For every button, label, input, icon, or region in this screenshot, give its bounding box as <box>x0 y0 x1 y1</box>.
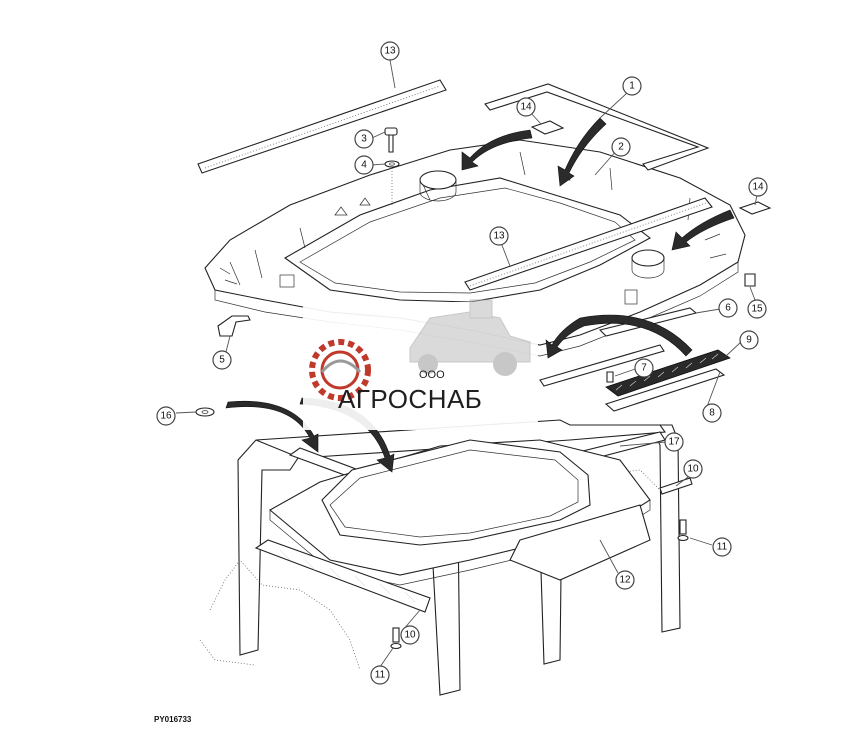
callout-label: 14 <box>752 182 764 193</box>
callout-16: 16 <box>156 406 176 426</box>
callout-label: 10 <box>404 630 416 641</box>
callout-9: 9 <box>739 330 759 350</box>
watermark-company-name: АГРОСНАБ <box>338 384 482 414</box>
callout-8: 8 <box>702 403 722 423</box>
watermark: ООО АГРОСНАБ <box>303 299 538 430</box>
trim-7 <box>539 344 665 387</box>
callout-label: 3 <box>361 134 367 145</box>
nut-16 <box>195 407 215 417</box>
callout-label: 15 <box>751 304 763 315</box>
arrow-nut-left <box>225 400 319 453</box>
callout-label: 17 <box>668 437 680 448</box>
callout-12: 12 <box>615 570 635 590</box>
callout-label: 11 <box>717 542 728 553</box>
callout-11-right: 11 <box>712 537 732 557</box>
callout-11-left: 11 <box>370 665 390 685</box>
callout-label: 13 <box>384 46 396 57</box>
screw-11-bottom <box>390 627 402 650</box>
callout-label: 7 <box>641 363 647 374</box>
callout-3: 3 <box>354 129 374 149</box>
callout-label: 14 <box>520 102 532 113</box>
figure-id: PY016733 <box>154 715 192 724</box>
callout-label: 16 <box>160 411 172 422</box>
callout-label: 5 <box>219 355 225 366</box>
callout-15: 15 <box>747 299 767 319</box>
callout-label: 10 <box>687 464 699 475</box>
callout-label: 1 <box>629 81 635 92</box>
vent-10-left <box>254 539 431 613</box>
callouts: 13 1 14 3 2 4 14 13 <box>156 41 768 685</box>
callout-14-right: 14 <box>748 177 768 197</box>
callout-13-top: 13 <box>380 41 400 61</box>
callout-13-middle: 13 <box>489 226 509 246</box>
callout-10-right: 10 <box>683 459 703 479</box>
callout-label: 8 <box>709 408 715 419</box>
arrow-filter <box>545 314 693 359</box>
callout-label: 11 <box>375 670 386 681</box>
arrow-shell-right <box>671 209 735 251</box>
pad-14-right <box>738 201 772 215</box>
callout-label: 12 <box>619 575 631 586</box>
seal-strip-13-upper <box>197 79 447 174</box>
washer-4 <box>384 160 400 205</box>
clip-15 <box>744 273 756 287</box>
callout-6: 6 <box>718 298 738 318</box>
callout-4: 4 <box>354 155 374 175</box>
callout-7: 7 <box>634 358 654 378</box>
watermark-harvester-icon <box>409 299 531 376</box>
watermark-gear-icon <box>309 339 371 401</box>
bracket-5 <box>217 315 251 337</box>
bolt-3 <box>384 127 398 153</box>
callout-17: 17 <box>664 432 684 452</box>
callout-label: 2 <box>618 142 624 153</box>
callout-label: 4 <box>361 160 367 171</box>
screw-7 <box>606 371 614 383</box>
watermark-company-prefix: ООО <box>419 369 445 381</box>
arrow-shell-center <box>557 117 607 187</box>
gasket-frame-1 <box>484 83 710 171</box>
arrow-shell-left <box>461 129 533 171</box>
callout-2: 2 <box>611 137 631 157</box>
leader-lines <box>175 59 758 668</box>
callout-10-left: 10 <box>400 625 420 645</box>
callout-5: 5 <box>212 350 232 370</box>
callout-label: 9 <box>746 335 752 346</box>
screw-11-right <box>677 519 689 542</box>
callout-1: 1 <box>622 76 642 96</box>
seal-strip-13-lower <box>464 197 713 291</box>
callout-label: 6 <box>725 303 731 314</box>
assembly-arrows <box>225 117 735 473</box>
filter-9 <box>605 349 731 397</box>
callout-14-top: 14 <box>516 97 536 117</box>
pad-14-left <box>530 120 565 135</box>
filter-8 <box>604 368 726 412</box>
panel-12 <box>509 504 651 581</box>
callout-label: 13 <box>493 231 505 242</box>
